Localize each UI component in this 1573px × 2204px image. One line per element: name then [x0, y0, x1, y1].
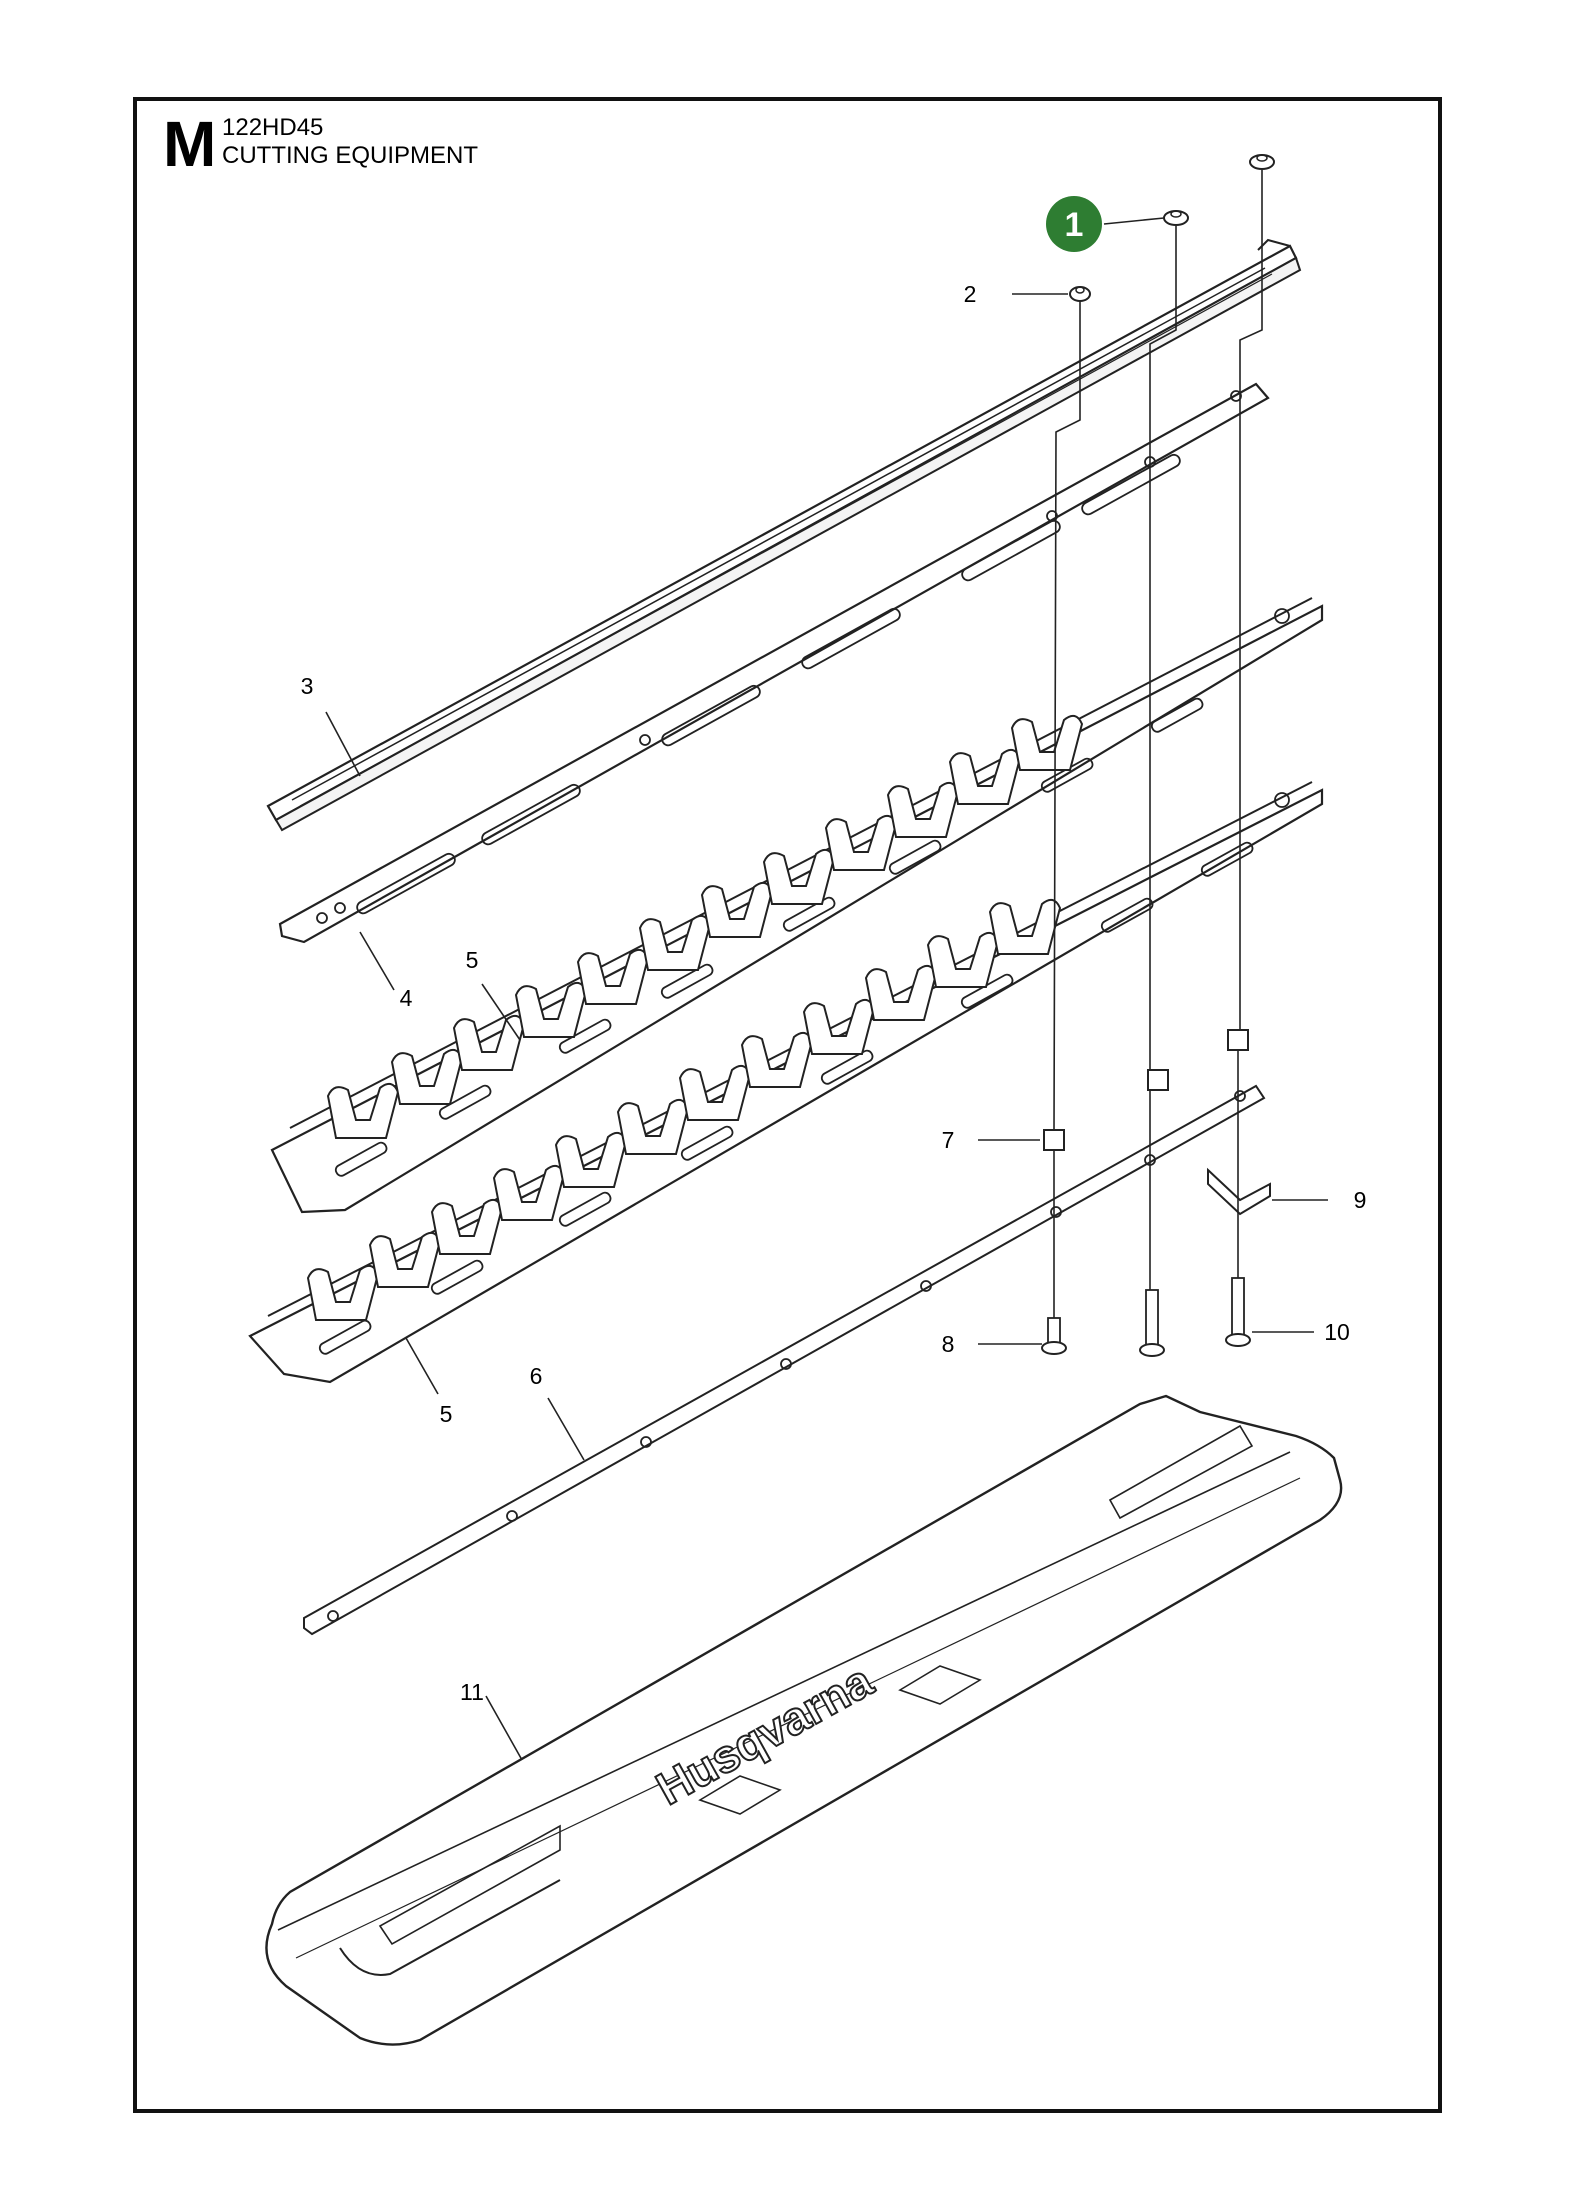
section-letter: M — [163, 108, 217, 180]
callout-number: 1 — [1065, 206, 1084, 244]
strip-part-6 — [303, 1084, 1266, 1636]
slotted-plate-part-4 — [278, 382, 1270, 944]
nut-part-2 — [1069, 286, 1091, 302]
page-frame — [133, 97, 1442, 2113]
square-nut-part-7 — [1043, 1029, 1249, 1151]
section-title: CUTTING EQUIPMENT — [222, 142, 478, 169]
callout-4: 4 — [400, 985, 413, 1011]
screw-part-10 — [1225, 1277, 1251, 1347]
callout-3: 3 — [301, 673, 314, 699]
model-number: 122HD45 — [222, 114, 324, 141]
flange-nut-part-1 — [1163, 210, 1189, 226]
screw-part-8 — [1041, 1317, 1067, 1355]
guide-rail-part-3 — [266, 238, 1302, 832]
flange-nut-top — [1249, 154, 1275, 170]
callout-5-lower: 5 — [440, 1401, 453, 1427]
blade-cover-part-11: Husqvarna — [265, 1394, 1343, 2046]
callout-5-upper: 5 — [466, 947, 479, 973]
callout-2: 2 — [964, 281, 977, 307]
callout-1: 1 — [1046, 196, 1102, 252]
bracket-part-9 — [1207, 1167, 1271, 1216]
callout-10: 10 — [1324, 1319, 1350, 1345]
cutting-blade-upper-part-5 — [270, 597, 1324, 1214]
callout-7: 7 — [942, 1127, 955, 1153]
callout-6: 6 — [530, 1363, 543, 1389]
assembly-axis-lines — [1053, 170, 1263, 1318]
screw-long-part-8 — [1139, 1289, 1165, 1357]
leader-lines — [325, 217, 1328, 1761]
callout-11: 11 — [460, 1679, 484, 1705]
callout-8: 8 — [942, 1331, 955, 1357]
callout-9: 9 — [1354, 1187, 1367, 1213]
